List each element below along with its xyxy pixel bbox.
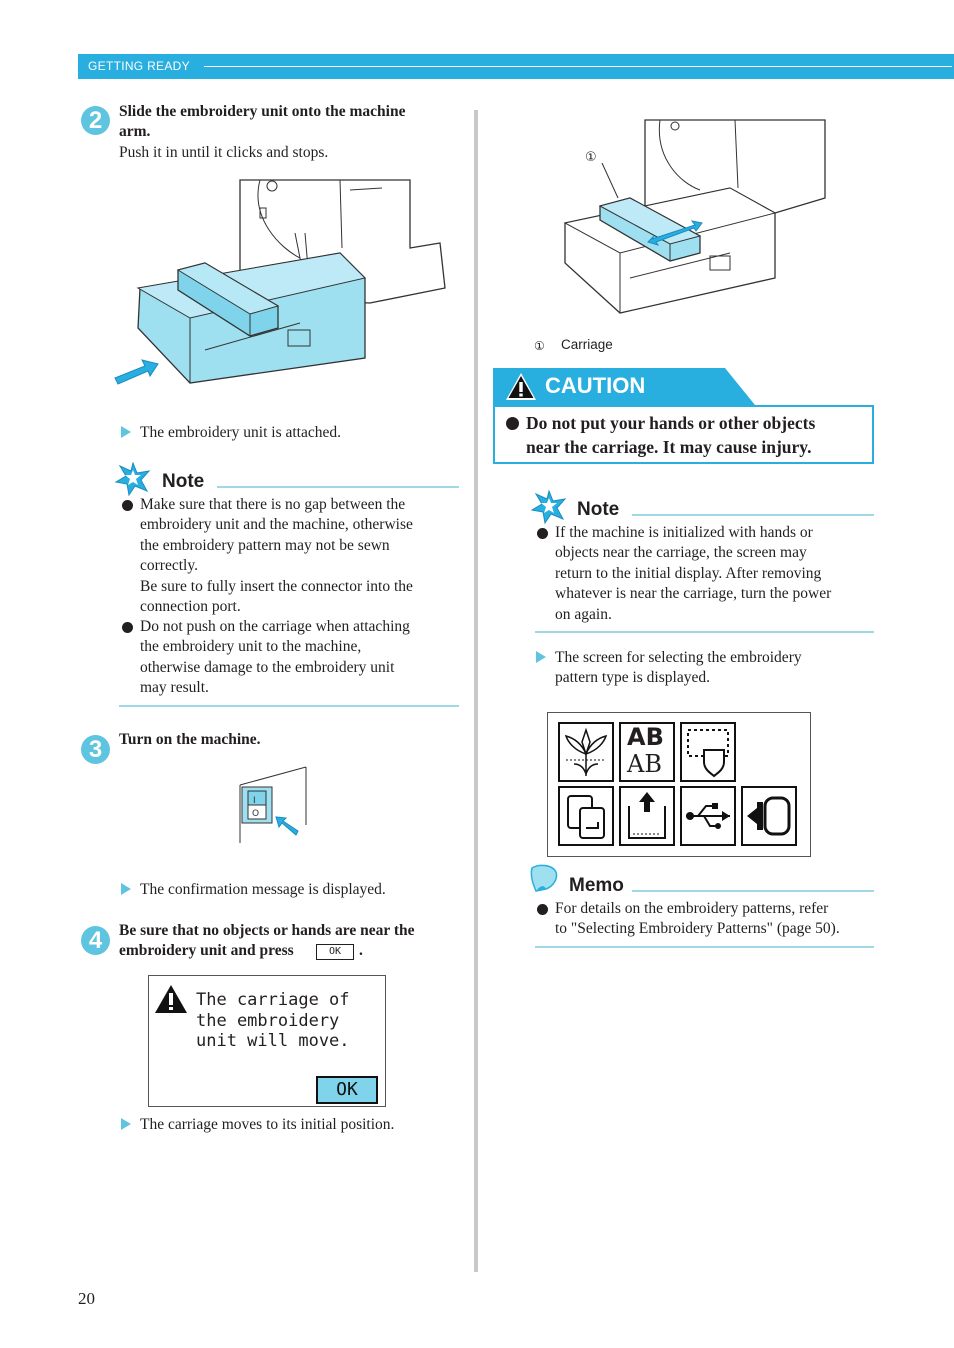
note-star-icon	[530, 490, 567, 524]
step2-title-line2: arm.	[119, 123, 151, 140]
screen-message-line: the embroidery	[196, 1010, 340, 1031]
note2-top-rule	[632, 514, 874, 516]
note1-item1-line: correctly.	[140, 557, 198, 575]
memo-text: For details on the embroidery patterns, …	[555, 899, 840, 940]
note1-item2: Do not push on the carriage when attachi…	[140, 617, 410, 699]
caution-bullet	[506, 417, 519, 430]
note1-item1-line: Be sure to fully insert the connector in…	[140, 577, 413, 595]
step4-result: The carriage moves to its initial positi…	[140, 1116, 395, 1133]
card-reader-icon[interactable]	[741, 786, 797, 846]
step2-body: Push it in until it clicks and stops.	[119, 144, 329, 161]
result-arrow-icon	[121, 1118, 131, 1130]
memo-line: For details on the embroidery patterns, …	[555, 900, 829, 917]
character-icon-letters-bottom: AB	[627, 750, 662, 778]
step4-title-line2: embroidery unit and press	[119, 942, 294, 959]
caution-box	[493, 405, 874, 464]
character-pattern-icon[interactable]: AB AB	[619, 722, 675, 782]
right-result-line: The screen for selecting the embroidery	[555, 649, 802, 666]
step3-result: The confirmation message is displayed.	[140, 881, 386, 898]
note2-bottom-rule	[535, 631, 874, 633]
pattern-type-screen: AB AB	[547, 712, 811, 857]
note1-item1: Make sure that there is no gap between t…	[140, 495, 413, 617]
note1-item1-line: embroidery unit and the machine, otherwi…	[140, 516, 413, 534]
step-number-4: 4	[81, 926, 110, 955]
note1-top-rule	[217, 486, 459, 488]
embroidery-pattern-icon[interactable]	[558, 722, 614, 782]
caption-number: ①	[534, 339, 545, 353]
confirmation-screen: The carriage of the embroidery unit will…	[148, 975, 386, 1107]
note1-item1-line: connection port.	[140, 598, 241, 616]
step4-title-line1: Be sure that no objects or hands are nea…	[119, 922, 415, 939]
note1-heading: Note	[162, 471, 205, 492]
warning-icon	[155, 985, 187, 1013]
note-star-icon	[114, 462, 151, 496]
note1-item2-line: may result.	[140, 679, 209, 697]
screen-message: The carriage of the embroidery unit will…	[196, 990, 350, 1052]
embroidery-unit-illustration	[114, 179, 446, 385]
pocket-memory-icon[interactable]	[619, 786, 675, 846]
step4-title-end: .	[359, 942, 363, 959]
character-icon-letters-top: AB	[627, 723, 664, 751]
note2-text: If the machine is initialized with hands…	[555, 523, 831, 625]
note2-line: whatever is near the carriage, turn the …	[555, 585, 832, 603]
note1-item1-line: Make sure that there is no gap between t…	[140, 496, 406, 513]
note1-bottom-rule	[119, 705, 459, 707]
memo-heading: Memo	[569, 875, 624, 896]
step3-title: Turn on the machine.	[119, 731, 261, 748]
result-arrow-icon	[536, 651, 546, 663]
note2-heading: Note	[577, 499, 620, 520]
note2-line: If the machine is initialized with hands…	[555, 524, 813, 541]
note1-item2-line: Do not push on the carriage when attachi…	[140, 618, 410, 635]
section-title: GETTING READY	[88, 59, 190, 73]
step2-title-line1: Slide the embroidery unit onto the machi…	[119, 103, 406, 120]
screen-message-line: unit will move.	[196, 1031, 350, 1051]
right-result-line: pattern type is displayed.	[555, 669, 710, 687]
carriage-callout: ①	[585, 150, 597, 165]
column-divider	[474, 110, 478, 1272]
memo-icon	[530, 864, 558, 892]
carriage-illustration	[563, 119, 826, 314]
caution-heading: CAUTION	[545, 373, 646, 398]
step2-result: The embroidery unit is attached.	[140, 424, 342, 441]
step-number-2: 2	[81, 106, 110, 135]
machine-memory-icon[interactable]	[558, 786, 614, 846]
right-result: The screen for selecting the embroidery …	[555, 648, 802, 689]
step-number-3: 3	[81, 735, 110, 764]
memo-bottom-rule	[535, 946, 874, 948]
note2-line: objects near the carriage, the screen ma…	[555, 544, 807, 562]
memo-bullet	[537, 904, 548, 915]
ok-key-icon: OK	[316, 944, 354, 960]
screen-ok-button[interactable]: OK	[316, 1076, 378, 1104]
memo-top-rule	[632, 890, 874, 892]
page-number: 20	[78, 1289, 95, 1308]
figure-caption: Carriage	[561, 337, 613, 352]
power-switch-illustration: I O	[239, 766, 307, 843]
result-arrow-icon	[121, 426, 131, 438]
note2-bullet	[537, 528, 548, 539]
note2-line: on again.	[555, 605, 612, 623]
note2-line: return to the initial display. After rem…	[555, 564, 822, 582]
caution-line: Do not put your hands or other objects	[526, 413, 816, 433]
note1-item1-line: the embroidery pattern may not be sewn	[140, 536, 390, 554]
usb-media-icon[interactable]	[680, 786, 736, 846]
svg-text:O: O	[252, 809, 259, 819]
caution-text: Do not put your hands or other objects n…	[526, 411, 815, 459]
svg-text:I: I	[253, 796, 256, 806]
screen-message-line: The carriage of	[196, 990, 350, 1010]
note1-bullet-2	[122, 622, 133, 633]
caution-line: near the carriage. It may cause injury.	[526, 437, 812, 457]
note1-item2-line: otherwise damage to the embroidery unit	[140, 658, 395, 676]
frame-pattern-icon[interactable]	[680, 722, 736, 782]
caution-banner	[493, 368, 755, 405]
note1-bullet-1	[122, 500, 133, 511]
result-arrow-icon	[121, 883, 131, 895]
header-rule	[204, 66, 952, 67]
memo-line: to "Selecting Embroidery Patterns" (page…	[555, 920, 840, 938]
note1-item2-line: the embroidery unit to the machine,	[140, 638, 362, 656]
caution-warning-icon	[506, 373, 536, 400]
